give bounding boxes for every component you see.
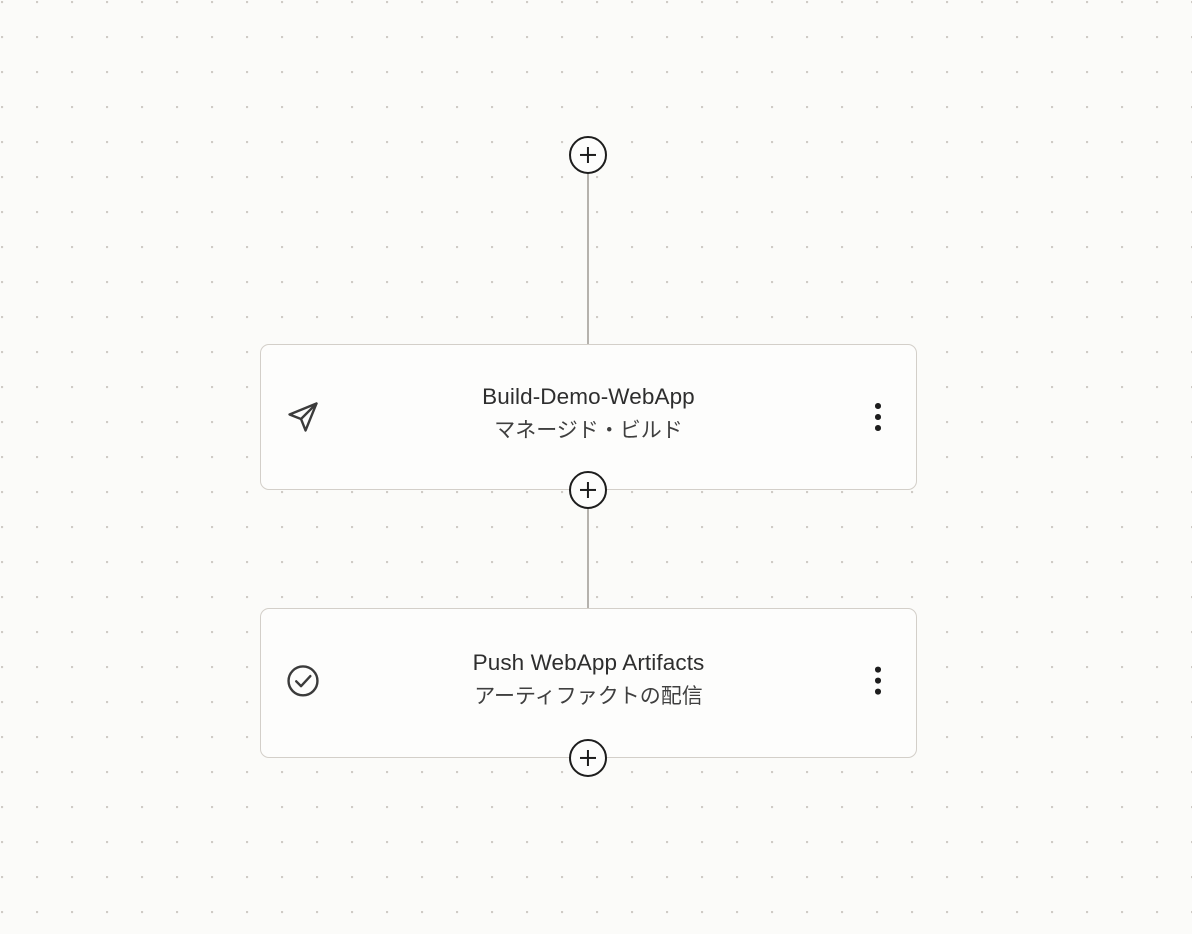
connector-line-middle: [587, 489, 589, 610]
add-step-button-middle[interactable]: [569, 471, 607, 509]
node-subtitle: アーティファクトの配信: [474, 685, 703, 708]
send-icon: [282, 396, 324, 438]
node-text-block: Push WebApp Artifacts アーティファクトの配信: [261, 648, 916, 712]
add-step-button-top[interactable]: [569, 136, 607, 174]
node-text-block: Build-Demo-WebApp マネージド・ビルド: [261, 382, 916, 446]
more-vertical-icon[interactable]: [867, 397, 889, 437]
pipeline-node-build[interactable]: Build-Demo-WebApp マネージド・ビルド: [260, 344, 917, 490]
node-title: Build-Demo-WebApp: [482, 384, 695, 409]
menu-dot: [875, 425, 881, 431]
menu-dot: [875, 688, 881, 695]
node-title: Push WebApp Artifacts: [472, 650, 705, 675]
more-vertical-icon[interactable]: [867, 661, 889, 701]
menu-dot: [875, 666, 881, 673]
menu-dot: [875, 403, 881, 409]
add-step-button-bottom[interactable]: [569, 739, 607, 777]
connector-line-top: [587, 170, 589, 346]
check-circle-icon: [282, 660, 324, 702]
pipeline-node-publish[interactable]: Push WebApp Artifacts アーティファクトの配信: [260, 608, 917, 758]
node-subtitle: マネージド・ビルド: [494, 419, 683, 442]
menu-dot: [875, 677, 881, 684]
menu-dot: [875, 414, 881, 420]
